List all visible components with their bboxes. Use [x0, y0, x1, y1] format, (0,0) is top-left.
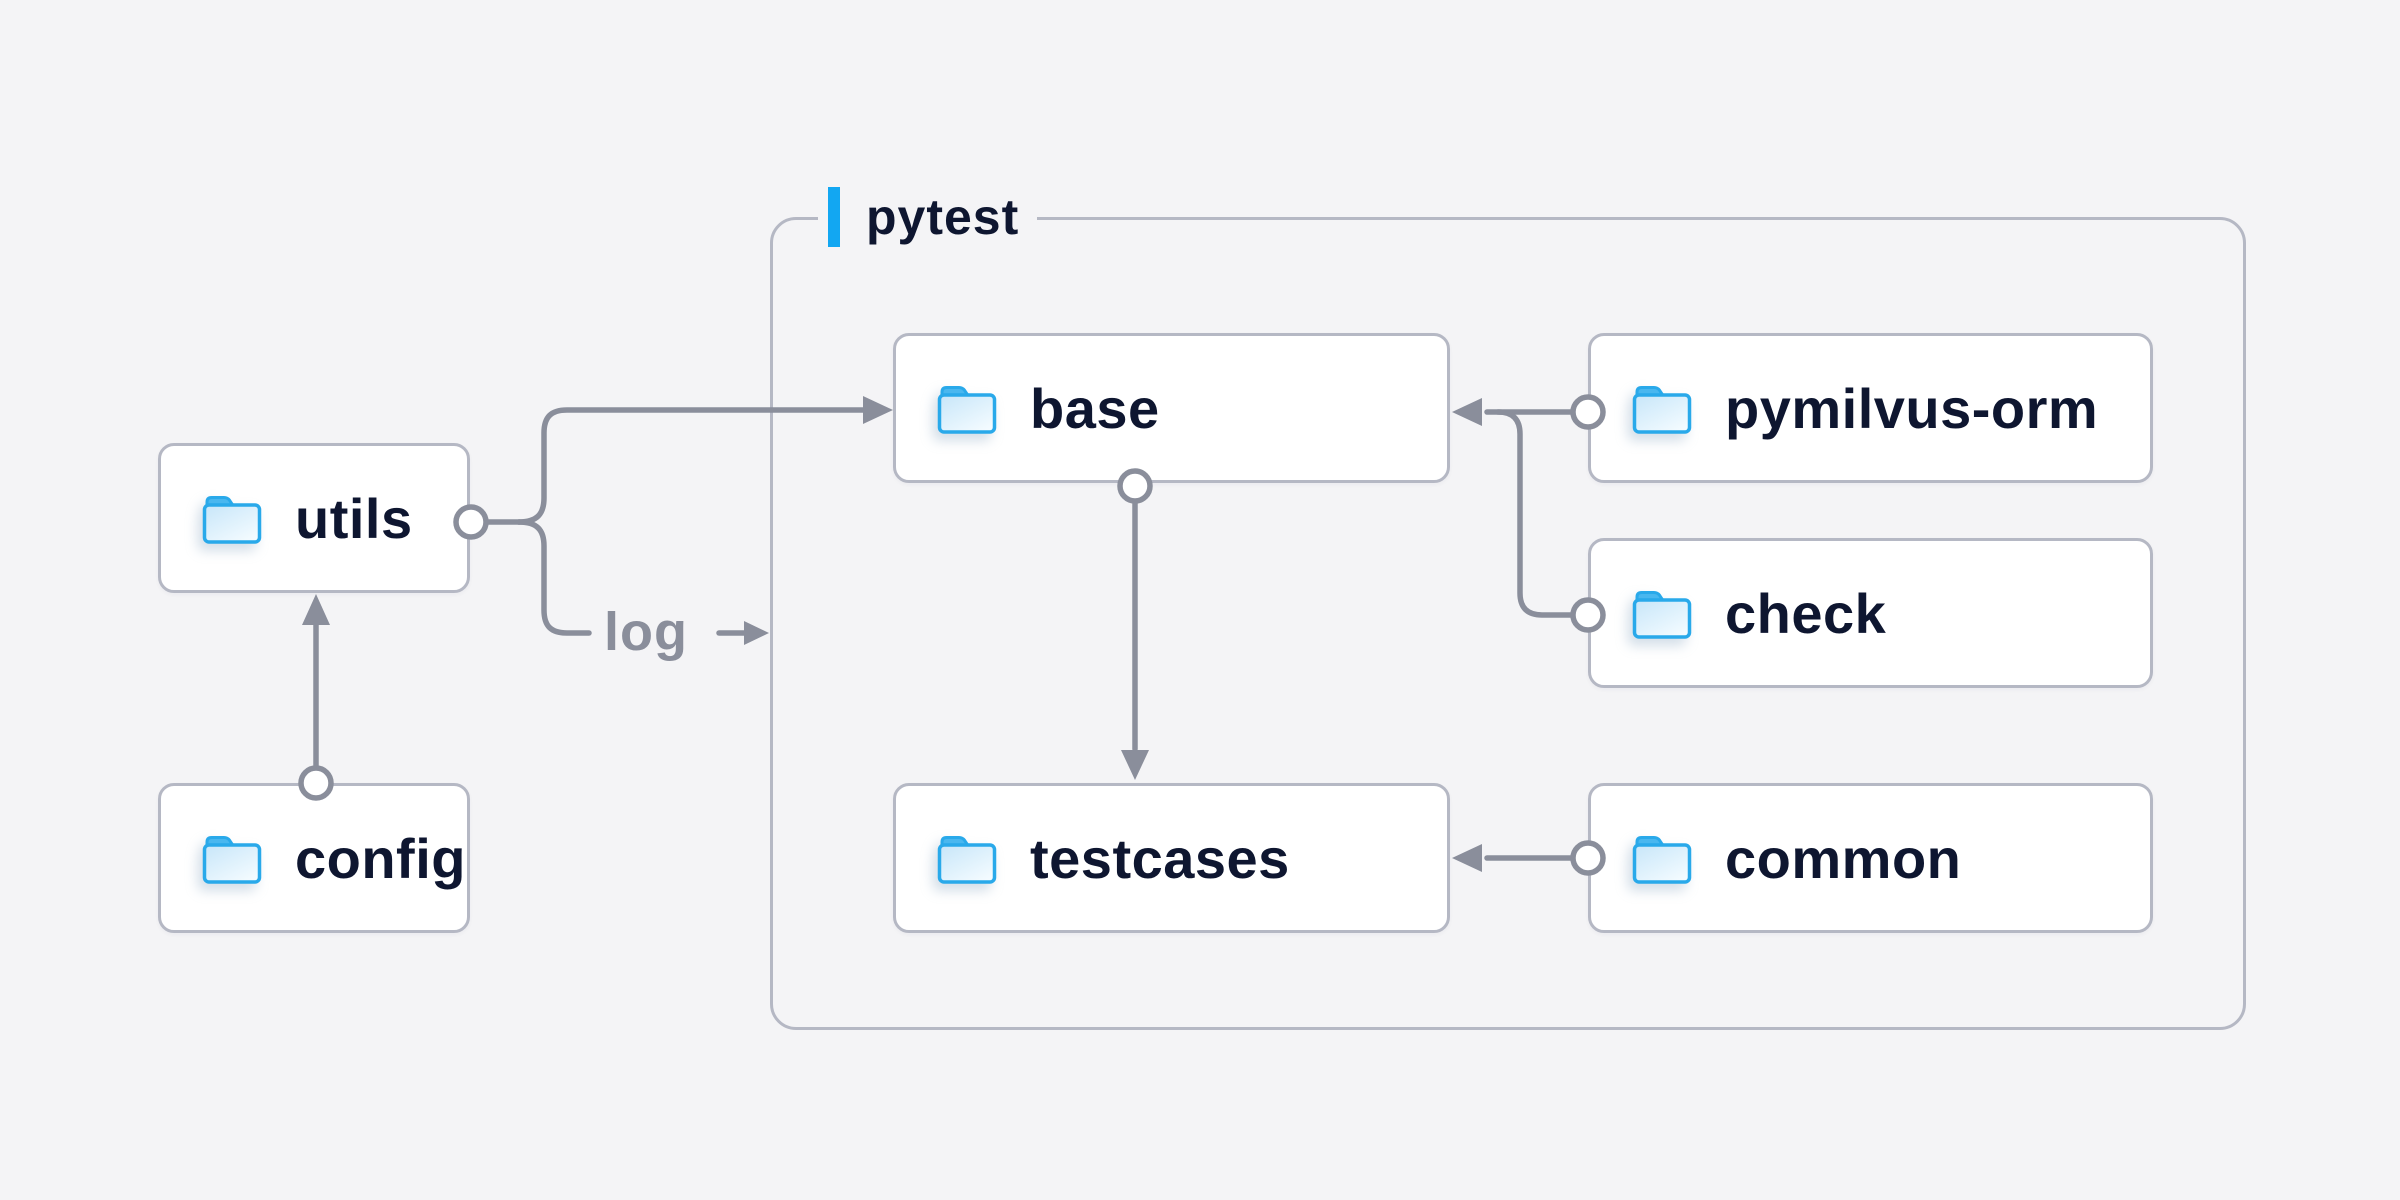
node-label: common: [1725, 826, 1962, 890]
accent-bar: [828, 187, 840, 247]
pytest-group-label: pytest: [818, 186, 1038, 248]
arrowhead-right-log: [744, 621, 769, 645]
node-pymilvus-orm: pymilvus-orm: [1588, 333, 2153, 483]
node-label: pymilvus-orm: [1725, 376, 2099, 440]
folder-icon: [202, 835, 262, 884]
node-label: testcases: [1030, 826, 1290, 890]
node-label: check: [1725, 581, 1887, 645]
node-label: utils: [295, 486, 413, 550]
folder-icon: [1632, 835, 1692, 884]
folder-icon: [202, 495, 262, 544]
node-common: common: [1588, 783, 2153, 933]
folder-icon: [937, 385, 997, 434]
node-label: config: [295, 826, 466, 890]
pytest-group-container: [770, 217, 2246, 1030]
node-check: check: [1588, 538, 2153, 688]
folder-icon: [1632, 590, 1692, 639]
node-label: base: [1030, 376, 1160, 440]
node-utils: utils: [158, 443, 470, 593]
node-config: config: [158, 783, 470, 933]
edge-utils-to-log: [516, 519, 592, 636]
folder-icon: [1632, 385, 1692, 434]
edge-label-log: log: [604, 602, 688, 662]
node-testcases: testcases: [893, 783, 1450, 933]
pytest-group-title: pytest: [866, 189, 1020, 245]
node-base: base: [893, 333, 1450, 483]
arrowhead-up-utils: [302, 594, 330, 625]
folder-icon: [937, 835, 997, 884]
